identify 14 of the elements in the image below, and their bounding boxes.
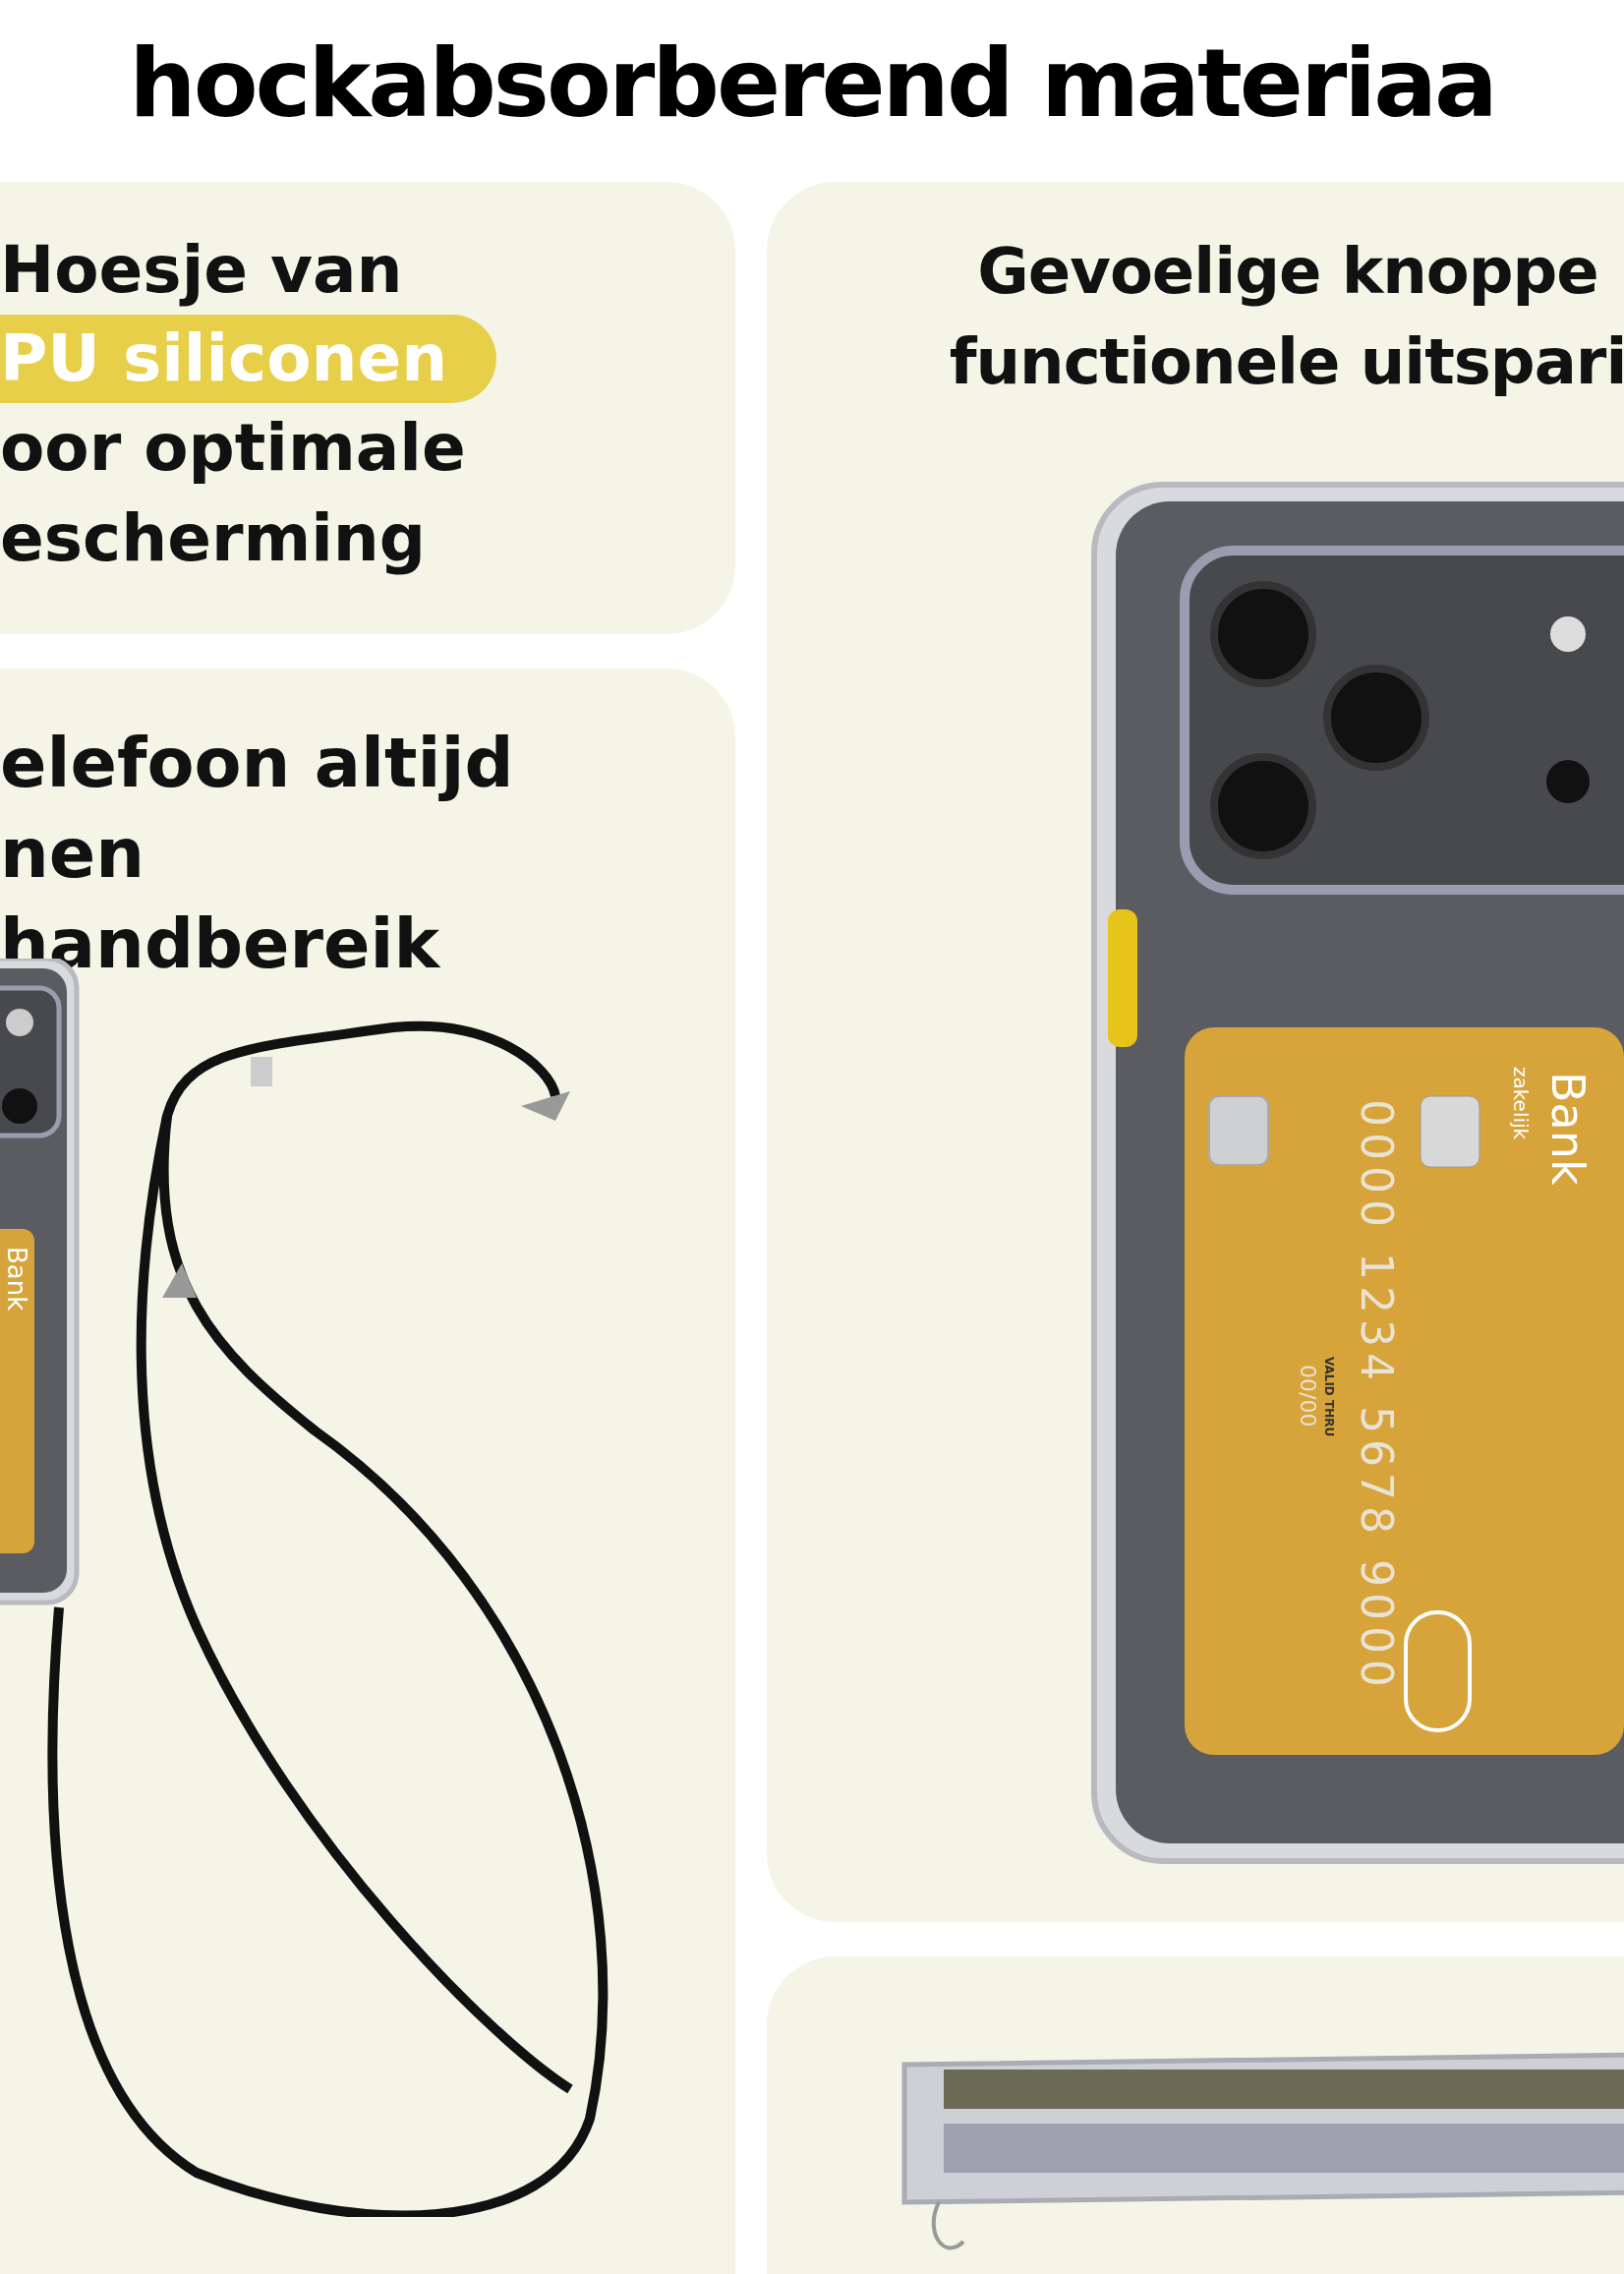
card-text: zakelijk	[1509, 1067, 1533, 1140]
highlighted-text: PU siliconen	[0, 315, 497, 403]
card-text: Bank	[2, 1247, 31, 1312]
panel-heading: elefoon altijd nen handbereik	[0, 722, 515, 986]
panel-heading: Hoesje van	[0, 231, 403, 310]
panel-heading: oor optimale escherming	[0, 409, 467, 578]
card-expiry: 00/00	[1296, 1365, 1320, 1428]
card-text: Bank	[1541, 1072, 1595, 1186]
card-number: 0000 1234 5678 9000	[1352, 1099, 1402, 1693]
page-title: hockabsorberend materiaa	[128, 28, 1496, 141]
text-panel	[0, 669, 735, 2274]
text-panel	[0, 182, 735, 634]
card-text: VALID THRU	[1322, 1357, 1336, 1437]
panel-heading: Gevoelige knoppe functionele uitspari	[948, 234, 1624, 400]
